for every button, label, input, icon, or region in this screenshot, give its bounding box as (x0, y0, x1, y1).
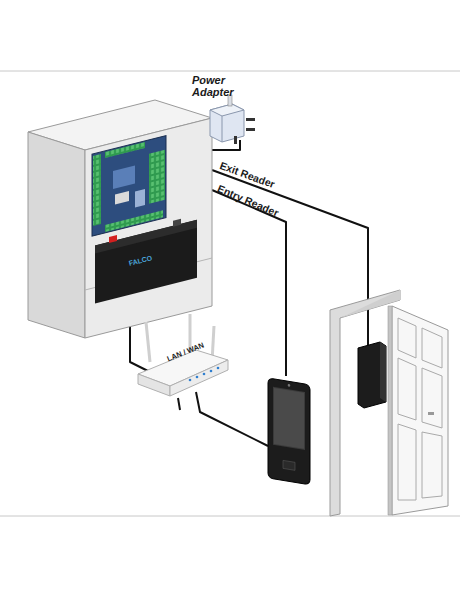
power-adapter (210, 95, 255, 144)
enclosure (28, 100, 212, 338)
exit-reader-wire (212, 170, 368, 348)
entry-reader (268, 378, 310, 485)
enclosure-side (28, 132, 85, 338)
device-label: Power Adapter (192, 74, 248, 98)
door-leaf (392, 306, 448, 515)
door-frame (330, 290, 400, 516)
terminal-block (149, 150, 165, 204)
frame-line (0, 71, 460, 72)
battery-terminal (173, 219, 181, 227)
router (138, 314, 228, 396)
router-wire (178, 398, 180, 410)
chip (113, 165, 135, 189)
chip (115, 191, 129, 205)
enclosure-front (85, 118, 212, 338)
exit-reader (358, 342, 386, 408)
battery-terminal (109, 235, 117, 243)
terminal-block (93, 154, 101, 226)
terminal-block (105, 210, 163, 232)
frame-line (0, 516, 460, 517)
enclosure-interior (85, 124, 212, 306)
door (330, 290, 448, 516)
wire-label: Entry Reader (215, 183, 297, 226)
router-reader-wire (196, 392, 268, 446)
chip (135, 189, 145, 208)
controller-board (92, 136, 166, 237)
terminal-block (105, 142, 145, 158)
battery (95, 220, 197, 304)
